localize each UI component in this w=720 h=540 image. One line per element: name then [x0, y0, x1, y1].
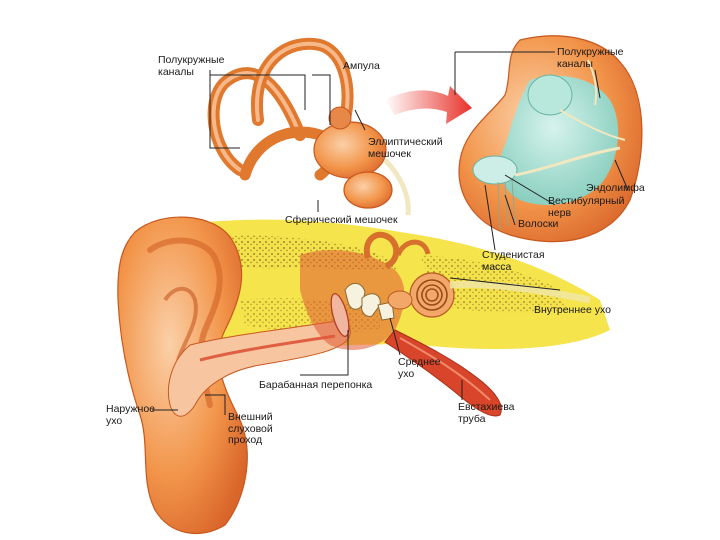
- label-saccule: Сферический мешочек: [285, 215, 398, 227]
- label-semicircular-canals-right: Полукружные каналы: [557, 47, 623, 70]
- label-middle-ear: Среднее ухо: [398, 357, 441, 380]
- label-outer-ear: Наружное ухо: [106, 404, 155, 427]
- label-semicircular-canals-left: Полукружные каналы: [158, 55, 224, 78]
- label-hairs: Волоски: [518, 219, 558, 231]
- label-eardrum: Барабанная перепонка: [259, 380, 372, 392]
- zoom-arrow: [385, 86, 472, 124]
- label-ear-canal: Внешний слуховой проход: [228, 412, 273, 447]
- label-inner-ear: Внутреннее ухо: [534, 305, 611, 317]
- label-endolymph: Эндолимфа: [586, 183, 645, 195]
- label-vestibular-nerve: Вестибулярный нерв: [548, 196, 624, 219]
- label-utricle: Эллиптический мешочек: [368, 137, 443, 160]
- label-gelatinous-mass: Студенистая масса: [482, 250, 545, 273]
- label-ampulla: Ампула: [343, 61, 380, 73]
- label-eustachian-tube: Евстахиева труба: [458, 402, 515, 425]
